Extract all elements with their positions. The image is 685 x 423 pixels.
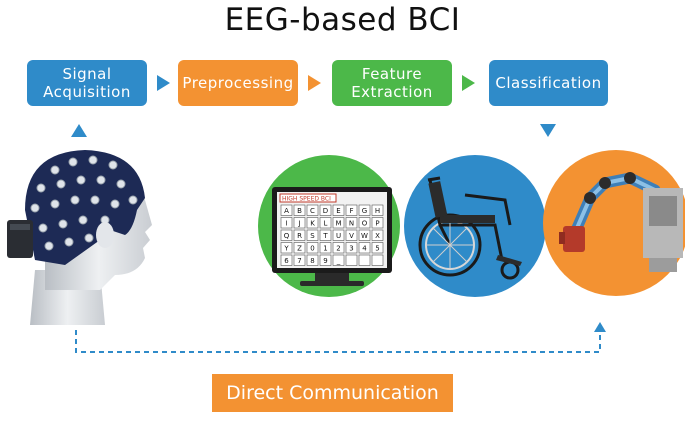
speller-char: 7 [297,257,301,265]
arrow-right-icon [462,75,475,91]
speller-char: W [361,232,368,240]
speller-cell [293,217,306,229]
arrow-right-icon [308,75,321,91]
speller-char: O [362,220,368,228]
direct-communication-label: Direct Communication [212,374,453,412]
speller-cell [280,217,293,229]
speller-cell [319,229,332,241]
speller-cell [280,229,293,241]
speller-cell [371,254,384,266]
speller-header: HIGH SPEED BCI [282,196,331,203]
speller-char: D [323,207,328,215]
step-signal-acquisition: Signal Acquisition [27,60,147,106]
speller-char: B [297,207,302,215]
speller-cell [371,229,384,241]
arrow-down-icon [540,124,556,137]
speller-cell [280,242,293,254]
arrow-up-icon [71,124,87,137]
eeg-head-icon [7,150,152,325]
speller-cell [332,204,345,216]
speller-cell [358,204,371,216]
speller-cell [293,242,306,254]
speller-cell [332,242,345,254]
speller-char: 5 [375,245,379,253]
step-label: Signal Acquisition [43,65,131,101]
speller-char: S [310,232,315,240]
speller-cell [319,254,332,266]
speller-cell [345,204,358,216]
speller-char: H [375,207,380,215]
speller-cell [306,229,319,241]
speller-cell [358,254,371,266]
speller-char: G [362,207,367,215]
speller-cell [358,217,371,229]
step-preprocessing: Preprocessing [178,60,298,106]
speller-char: 2 [336,245,340,253]
speller-cell [332,217,345,229]
speller-char: 6 [284,257,289,265]
speller-cell [293,254,306,266]
speller-char: L [324,220,328,228]
speller-cell [319,217,332,229]
speller-char: V [349,232,354,240]
speller-cell [280,204,293,216]
speller-cell [306,204,319,216]
diagram-title: EEG-based BCI [224,2,461,38]
step-label: Feature Extraction [351,65,433,101]
speller-cell [306,217,319,229]
speller-cell [358,242,371,254]
speller-cell [293,204,306,216]
speller-char: 9 [323,257,327,265]
speller-char: E [336,207,340,215]
step-classification: Classification [489,60,608,106]
speller-cell [332,229,345,241]
speller-char: I [285,220,287,228]
speller-char: R [297,232,302,240]
speller-char: Q [284,232,290,240]
speller-char: Y [283,245,289,253]
speller-char: 4 [362,245,367,253]
speller-cell [293,229,306,241]
speller-cell [280,254,293,266]
speller-cell [332,254,345,266]
speller-char: 3 [349,245,353,253]
speller-char: J [297,220,300,228]
speller-char: Z [297,245,302,253]
speller-cell [371,242,384,254]
robotic-arm-icon [559,172,683,272]
speller-cell [345,254,358,266]
speller-char: U [336,232,341,240]
speller-char: X [375,232,380,240]
speller-char: 8 [310,257,314,265]
speller-cell [306,242,319,254]
speller-cell [319,242,332,254]
speller-char: 1 [323,245,327,253]
speller-char: M [335,220,341,228]
speller-cell [306,254,319,266]
speller-char: _ [336,257,341,265]
speller-cell [319,204,332,216]
speller-cell [345,217,358,229]
speller-char: A [284,207,289,215]
speller-char: N [349,220,354,228]
wheelchair-icon [418,176,522,280]
step-label: Classification [495,74,602,92]
speller-char: F [349,207,353,215]
speller-char: C [310,207,315,215]
speller-cell [371,204,384,216]
speller-cell [371,217,384,229]
arrow-right-icon [157,75,170,91]
step-feature-extraction: Feature Extraction [332,60,452,106]
step-label: Preprocessing [182,74,294,92]
speller-char: 0 [310,245,314,253]
speller-char: K [310,220,315,228]
speller-cell [358,229,371,241]
speller-cell [345,242,358,254]
speller-cell [345,229,358,241]
speller-char: P [375,220,379,228]
speller-char: T [322,232,328,240]
